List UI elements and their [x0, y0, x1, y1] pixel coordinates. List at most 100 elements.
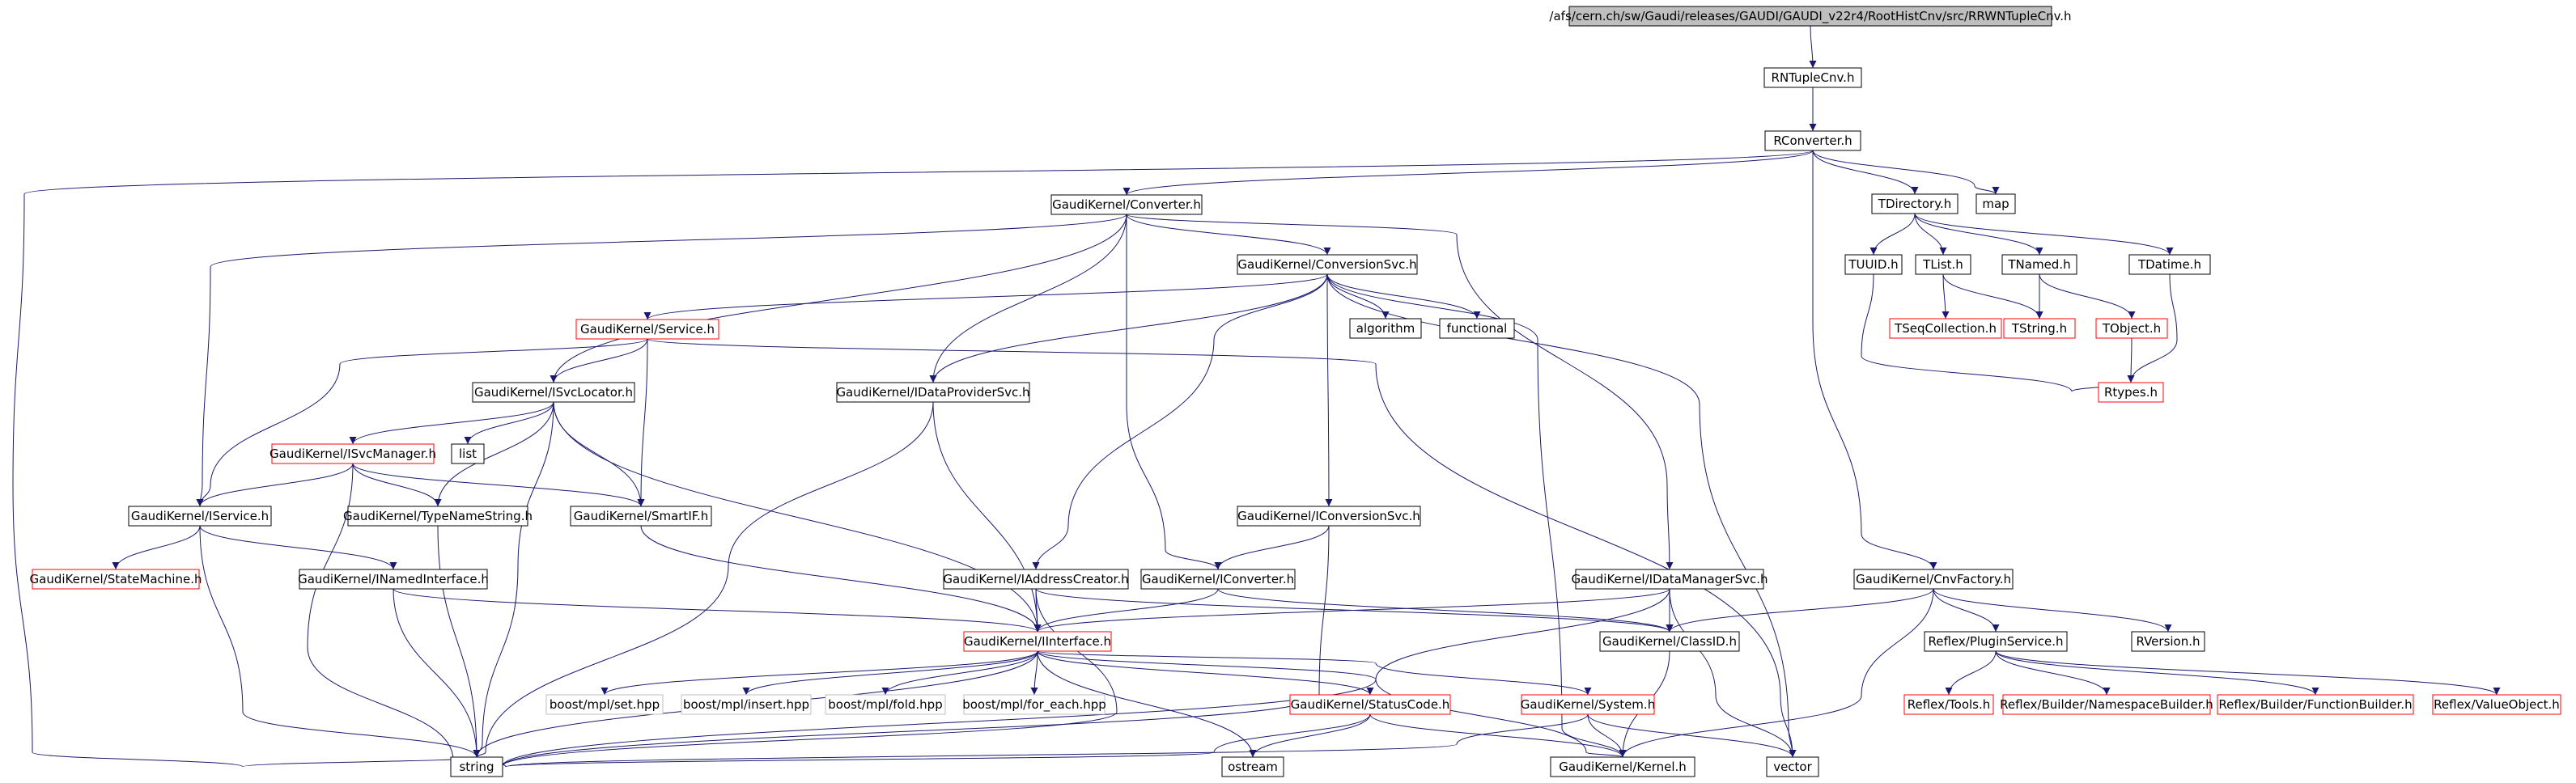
node-box-tdirectory [1871, 193, 1959, 214]
node-tdirectory[interactable]: TDirectory.h [1871, 193, 1959, 214]
edge-system-to-vector [1587, 713, 1797, 758]
node-functional[interactable]: functional [1439, 318, 1515, 339]
node-map[interactable]: map [1975, 193, 2016, 214]
node-box-statemachine [32, 569, 200, 590]
node-label-vector: vector [1773, 760, 1812, 774]
edge-conversionsvc-to-algorithm [1326, 273, 1390, 320]
edge-iinterface-to-mplset [601, 650, 1038, 696]
node-mplinsert[interactable]: boost/mpl/insert.hpp [681, 694, 812, 715]
node-label-typenamestring: GaudiKernel/TypeNameString.h [343, 509, 533, 523]
edge-conversionsvc-to-kernel [1326, 273, 1627, 758]
node-tnamed[interactable]: TNamed.h [2001, 254, 2077, 275]
node-label-algorithm: algorithm [1356, 321, 1415, 336]
node-label-system: GaudiKernel/System.h [1521, 697, 1655, 712]
node-idatamanagersvc[interactable]: GaudiKernel/IDataManagerSvc.h [1571, 569, 1768, 590]
node-system[interactable]: GaudiKernel/System.h [1521, 694, 1655, 715]
node-pluginservice[interactable]: Reflex/PluginService.h [1924, 631, 2068, 652]
node-box-rversion [2131, 631, 2205, 652]
node-label-idataprovidersvc: GaudiKernel/IDataProviderSvc.h [836, 385, 1029, 400]
node-label-iconverter: GaudiKernel/IConverter.h [1142, 572, 1294, 586]
edge-iinterface-to-system [1037, 650, 1592, 696]
node-smartif[interactable]: GaudiKernel/SmartIF.h [570, 506, 712, 527]
node-iconversionsvc[interactable]: GaudiKernel/IConversionSvc.h [1237, 506, 1421, 527]
node-tools[interactable]: Reflex/Tools.h [1903, 694, 1994, 715]
node-converter[interactable]: GaudiKernel/Converter.h [1050, 194, 1203, 215]
node-isvclocator[interactable]: GaudiKernel/ISvcLocator.h [472, 382, 635, 403]
edge-cnvfactory-to-classid [1666, 588, 1934, 633]
node-classid[interactable]: GaudiKernel/ClassID.h [1599, 631, 1740, 652]
node-box-rntuplecnv [1763, 67, 1862, 88]
node-box-functional [1439, 318, 1515, 339]
node-namespacebuilder[interactable]: Reflex/Builder/NamespaceBuilder.h [2000, 694, 2213, 715]
node-string[interactable]: string [450, 756, 503, 777]
node-label-cnvfactory: GaudiKernel/CnvFactory.h [1856, 572, 2011, 586]
node-label-list: list [459, 447, 477, 461]
node-label-string: string [459, 760, 494, 774]
edge-tnamed-to-tobject [2039, 273, 2136, 320]
node-vector[interactable]: vector [1766, 756, 1819, 777]
node-service[interactable]: GaudiKernel/Service.h [575, 319, 719, 340]
node-label-pluginservice: Reflex/PluginService.h [1929, 634, 2064, 649]
node-root: /afs/cern.ch/sw/Gaudi/releases/GAUDI/GAU… [1549, 6, 2072, 27]
edge-root-to-rntuplecnv [1809, 25, 1817, 69]
node-tobject[interactable]: TObject.h [2095, 318, 2168, 339]
edge-statuscode-to-kernel [1369, 713, 1627, 758]
node-algorithm[interactable]: algorithm [1349, 318, 1422, 339]
node-tdatime[interactable]: TDatime.h [2128, 254, 2211, 275]
edge-pluginservice-to-valueobject [1995, 650, 2501, 696]
node-cnvfactory[interactable]: GaudiKernel/CnvFactory.h [1853, 569, 2014, 590]
edge-rconverter-to-cnvfactory [1812, 150, 1937, 570]
node-rtypes[interactable]: Rtypes.h [2098, 382, 2164, 403]
node-box-service [575, 319, 719, 340]
node-tlist[interactable]: TList.h [1915, 254, 1971, 275]
edge-tlist-to-tstring [1942, 273, 2043, 320]
node-statemachine[interactable]: GaudiKernel/StateMachine.h [30, 569, 202, 590]
node-iaddresscreator[interactable]: GaudiKernel/IAddressCreator.h [943, 569, 1129, 590]
node-kernel[interactable]: GaudiKernel/Kernel.h [1550, 756, 1695, 777]
node-box-iinterface [963, 631, 1112, 652]
node-label-mplinsert: boost/mpl/insert.hpp [683, 697, 809, 712]
edge-idatamanagersvc-to-vector [1669, 588, 1797, 758]
node-box-typenamestring [347, 506, 528, 527]
node-iservice[interactable]: GaudiKernel/IService.h [128, 506, 272, 527]
node-ostream[interactable]: ostream [1221, 756, 1284, 777]
node-valueobject[interactable]: Reflex/ValueObject.h [2432, 694, 2561, 715]
node-functionbuilder[interactable]: Reflex/Builder/FunctionBuilder.h [2217, 694, 2414, 715]
node-tstring[interactable]: TString.h [2003, 318, 2076, 339]
node-box-functionbuilder [2217, 694, 2414, 715]
node-box-mplfold [825, 694, 946, 715]
node-box-iconverter [1140, 569, 1296, 590]
node-typenamestring[interactable]: GaudiKernel/TypeNameString.h [343, 506, 533, 527]
node-isvcmanager[interactable]: GaudiKernel/ISvcManager.h [269, 443, 436, 464]
node-mplfold[interactable]: boost/mpl/fold.hpp [825, 694, 946, 715]
node-idataprovidersvc[interactable]: GaudiKernel/IDataProviderSvc.h [836, 382, 1030, 403]
node-mplforeach[interactable]: boost/mpl/for_each.hpp [962, 694, 1106, 715]
edge-service-to-isvclocator [550, 338, 648, 383]
node-iinterface[interactable]: GaudiKernel/IInterface.h [963, 631, 1112, 652]
node-rconverter[interactable]: RConverter.h [1764, 130, 1861, 151]
node-tseqcollection[interactable]: TSeqCollection.h [1889, 318, 2002, 339]
node-tuuid[interactable]: TUUID.h [1844, 254, 1903, 275]
node-box-converter [1050, 194, 1203, 215]
node-box-idatamanagersvc [1575, 569, 1764, 590]
node-rntuplecnv[interactable]: RNTupleCnv.h [1763, 67, 1862, 88]
edge-tlist-to-tseqcollection [1942, 273, 1950, 320]
node-statuscode[interactable]: GaudiKernel/StatusCode.h [1289, 694, 1451, 715]
node-iconverter[interactable]: GaudiKernel/IConverter.h [1140, 569, 1296, 590]
node-mplset[interactable]: boost/mpl/set.hpp [545, 694, 664, 715]
node-rversion[interactable]: RVersion.h [2131, 631, 2205, 652]
edge-converter-to-conversionsvc [1126, 214, 1331, 256]
node-inamedinterface[interactable]: GaudiKernel/INamedInterface.h [298, 569, 489, 590]
node-box-root [1568, 6, 2052, 27]
node-label-kernel: GaudiKernel/Kernel.h [1559, 760, 1687, 774]
edge-tdirectory-to-tdatime [1914, 213, 2174, 256]
node-list[interactable]: list [451, 443, 485, 464]
node-label-namespacebuilder: Reflex/Builder/NamespaceBuilder.h [2000, 697, 2213, 712]
edge-inamedinterface-to-string [393, 588, 481, 758]
node-conversionsvc[interactable]: GaudiKernel/ConversionSvc.h [1237, 254, 1418, 275]
node-label-mplforeach: boost/mpl/for_each.hpp [962, 697, 1106, 713]
edge-idatamanagersvc-to-iinterface [1033, 588, 1670, 633]
node-label-tuuid: TUUID.h [1848, 257, 1898, 272]
node-box-mplinsert [681, 694, 812, 715]
edge-idataprovidersvc-to-string [473, 401, 934, 758]
